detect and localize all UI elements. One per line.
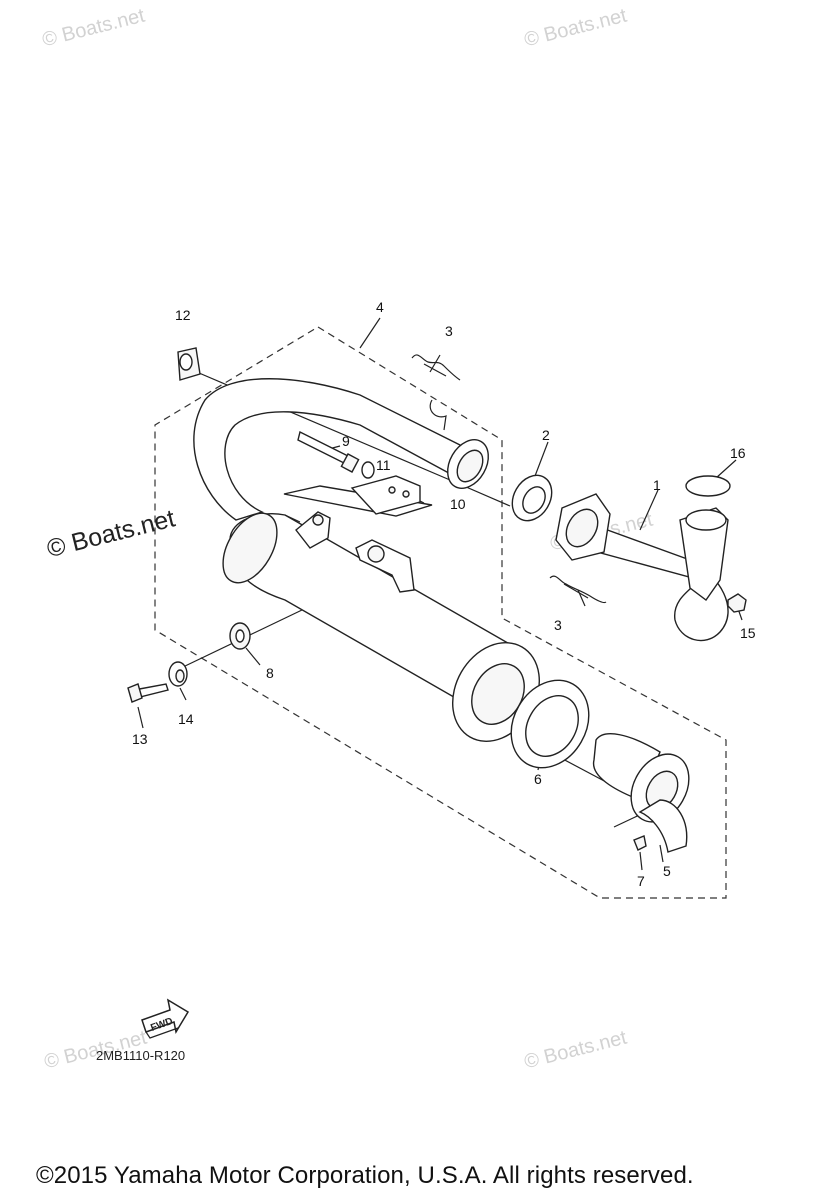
callout-3-lower: 3 — [554, 617, 562, 633]
part-3-spring-lower — [549, 575, 607, 604]
part-1-exhaust-pipe — [555, 493, 729, 642]
part-16-gasket — [685, 475, 731, 497]
callout-14: 14 — [178, 711, 194, 727]
part-8-damper — [229, 622, 251, 650]
part-14-washer — [168, 661, 188, 687]
callout-2: 2 — [542, 427, 550, 443]
part-13-bolt — [127, 683, 169, 703]
muffler-bracket — [295, 511, 415, 593]
callout-11: 11 — [376, 457, 391, 473]
part-15-nut — [727, 593, 747, 613]
callout-15: 15 — [740, 625, 756, 641]
copyright-notice: ©2015 Yamaha Motor Corporation, U.S.A. A… — [36, 1162, 694, 1189]
callout-10: 10 — [450, 496, 466, 512]
callout-7: 7 — [637, 873, 645, 889]
muffler-inlet-pipe — [193, 378, 489, 521]
callout-6: 6 — [534, 771, 542, 787]
part-3-spring-upper — [411, 354, 461, 431]
callout-4: 4 — [376, 299, 384, 315]
assembly-4-boundary — [154, 326, 727, 899]
callout-12: 12 — [175, 307, 191, 323]
part-11-washer — [361, 461, 375, 479]
callout-16: 16 — [730, 445, 746, 461]
callout-3-upper: 3 — [445, 323, 453, 339]
callout-5: 5 — [663, 863, 671, 879]
muffler-body — [222, 512, 541, 742]
callout-8: 8 — [266, 665, 274, 681]
part-2-gasket — [511, 474, 553, 522]
part-7-screw — [633, 835, 647, 851]
part-12-grommet — [177, 347, 201, 381]
callout-1: 1 — [653, 477, 661, 493]
part-10-plate — [283, 475, 433, 517]
callout-13: 13 — [132, 731, 148, 747]
part-5-tailpipe — [592, 733, 690, 853]
part-6-gasket — [510, 679, 590, 769]
part-9-bolt — [297, 430, 360, 473]
callout-9: 9 — [342, 433, 350, 449]
fwd-arrow-icon: FWD — [141, 998, 190, 1039]
diagram-code: 2MB1110-R120 — [96, 1048, 186, 1063]
